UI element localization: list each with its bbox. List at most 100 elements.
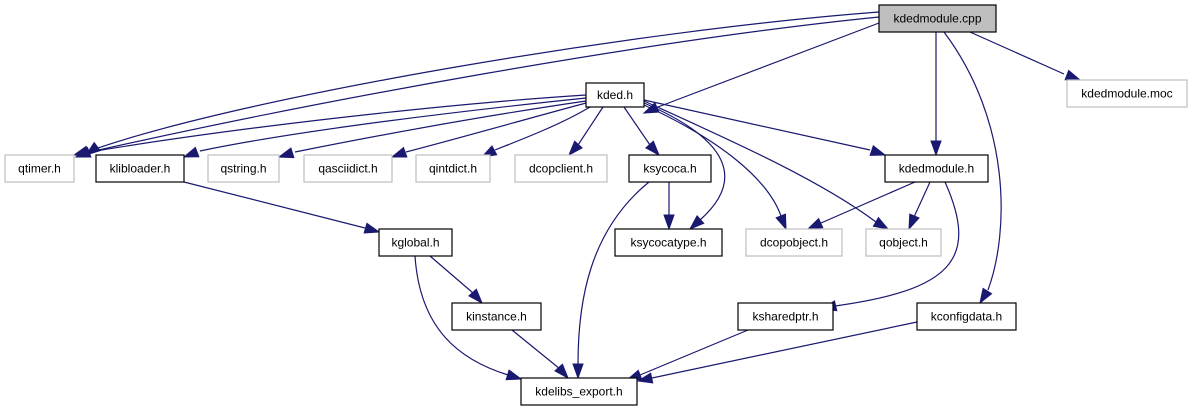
- node-box: [207, 154, 280, 183]
- node-box: [451, 302, 542, 331]
- arrowhead-icon: [930, 140, 942, 157]
- node-kconfigdata-h[interactable]: kconfigdata.h: [916, 302, 1017, 331]
- node-label: kded.h: [597, 88, 633, 102]
- edge-line: [623, 106, 651, 146]
- edge-kded-h-to-qtimer-h: [74, 94, 587, 158]
- edge-kdedmodule-cpp-to-kconfigdata-h: [943, 31, 1002, 305]
- edge-line: [643, 100, 877, 223]
- edge-line: [494, 106, 591, 151]
- edge-kded-h-to-ksycoca-h: [623, 106, 660, 157]
- node-label: kglobal.h: [391, 236, 439, 250]
- node-box: [514, 154, 608, 183]
- arrowhead-icon: [568, 140, 583, 157]
- edge-klibloader-h-to-kglobal-h: [183, 181, 381, 234]
- node-ksycocatype-h[interactable]: ksycocatype.h: [614, 228, 723, 257]
- node-label: kdelibs_export.h: [535, 385, 622, 399]
- node-label: kinstance.h: [466, 310, 527, 324]
- node-box: [614, 228, 723, 257]
- arrowhead-icon: [505, 369, 523, 381]
- arrowhead-icon: [869, 144, 887, 156]
- arrowhead-icon: [688, 215, 705, 230]
- edge-line: [429, 255, 474, 294]
- edge-line: [577, 106, 604, 146]
- node-label: kdedmodule.moc: [1081, 87, 1172, 101]
- edge-line: [577, 181, 650, 365]
- nodes-layer: kdedmodule.cpp kded.h kdedmodule.moc qtimer…: [4, 4, 1188, 406]
- node-qobject-h[interactable]: qobject.h: [865, 228, 942, 257]
- edge-kdedmodule-cpp-to-kded-h: [642, 22, 880, 114]
- node-ksycoca-h[interactable]: ksycoca.h: [628, 154, 712, 183]
- edge-kdedmodule-cpp-to-qtimer-h: [72, 11, 880, 157]
- node-box: [4, 154, 75, 183]
- edge-line: [89, 94, 587, 153]
- node-kded-h[interactable]: kded.h: [585, 82, 645, 108]
- arrowhead-icon: [636, 372, 654, 384]
- node-box: [865, 228, 942, 257]
- node-box: [303, 154, 393, 183]
- arrowhead-icon: [277, 147, 295, 159]
- node-qstring-h[interactable]: qstring.h: [207, 154, 280, 183]
- edge-kded-h-to-dcopobject-h: [643, 104, 787, 231]
- node-dcopclient-h[interactable]: dcopclient.h: [514, 154, 608, 183]
- node-kdedmodule-cpp: kdedmodule.cpp: [878, 4, 997, 33]
- node-box: [737, 302, 834, 331]
- node-box: [585, 82, 645, 108]
- edge-kinstance-h-to-kdelibs-export-h: [511, 329, 569, 380]
- edge-kded-h-to-ksycocatype-h: [643, 102, 726, 230]
- node-kinstance-h[interactable]: kinstance.h: [451, 302, 542, 331]
- node-label: klibloader.h: [110, 162, 171, 176]
- edge-line: [657, 22, 880, 108]
- edge-kdedmodule-cpp-to-kdedmodule-h: [930, 32, 942, 157]
- node-qintdict-h[interactable]: qintdict.h: [415, 154, 491, 183]
- node-klibloader-h[interactable]: klibloader.h: [95, 154, 185, 183]
- node-qtimer-h[interactable]: qtimer.h: [4, 154, 75, 183]
- edge-line: [183, 181, 366, 229]
- node-kdelibs-export-h[interactable]: kdelibs_export.h: [520, 377, 638, 406]
- arrowhead-icon: [979, 287, 993, 305]
- edge-line: [834, 181, 960, 307]
- arrowhead-icon: [1064, 69, 1082, 81]
- arrowhead-icon: [363, 222, 381, 234]
- node-box: [95, 154, 185, 183]
- edge-kded-h-to-kdedmodule-h: [643, 99, 887, 156]
- node-box: [415, 154, 491, 183]
- edge-line: [820, 181, 916, 224]
- node-label: qobject.h: [879, 236, 928, 250]
- edge-kdedmodule-h-to-qobject-h: [908, 181, 931, 231]
- arrowhead-icon: [74, 146, 92, 158]
- edge-line: [91, 11, 880, 151]
- arrowhead-icon: [390, 146, 408, 158]
- arrowhead-icon: [872, 216, 890, 230]
- edge-ksycoca-h-to-ksycocatype-h: [663, 182, 675, 231]
- edge-line: [639, 329, 749, 376]
- edge-kglobal-h-to-kdelibs-export-h: [414, 255, 523, 381]
- edge-kdedmodule-h-to-dcopobject-h: [806, 181, 916, 230]
- node-label: kdedmodule.h: [899, 162, 974, 176]
- node-qasciidict-h[interactable]: qasciidict.h: [303, 154, 393, 183]
- node-label: dcopclient.h: [529, 162, 593, 176]
- node-label: qintdict.h: [429, 162, 477, 176]
- edge-line: [643, 102, 726, 221]
- node-dcopobject-h[interactable]: dcopobject.h: [745, 228, 843, 257]
- edge-line: [643, 104, 783, 220]
- node-box: [916, 302, 1017, 331]
- edge-kded-h-to-dcopclient-h: [568, 106, 604, 157]
- edge-line: [943, 31, 1002, 291]
- arrowhead-icon: [182, 146, 200, 158]
- edge-ksycoca-h-to-kdelibs-export-h: [572, 181, 650, 380]
- node-label: kconfigdata.h: [931, 310, 1002, 324]
- arrowhead-icon: [663, 214, 675, 231]
- edge-kglobal-h-to-kinstance-h: [429, 255, 483, 305]
- edge-line: [414, 255, 509, 376]
- node-label: ksharedptr.h: [752, 310, 818, 324]
- node-ksharedptr-h[interactable]: ksharedptr.h: [737, 302, 834, 331]
- node-label: kdedmodule.cpp: [893, 12, 981, 26]
- node-kglobal-h[interactable]: kglobal.h: [378, 228, 453, 257]
- arrowhead-icon: [908, 213, 920, 231]
- edge-line: [511, 329, 561, 370]
- node-kdedmodule-h[interactable]: kdedmodule.h: [884, 154, 989, 183]
- arrowhead-icon: [806, 217, 824, 230]
- node-kdedmodule-moc[interactable]: kdedmodule.moc: [1066, 79, 1188, 108]
- arrowhead-icon: [645, 140, 660, 157]
- edge-ksharedptr-h-to-kdelibs-export-h: [625, 329, 749, 381]
